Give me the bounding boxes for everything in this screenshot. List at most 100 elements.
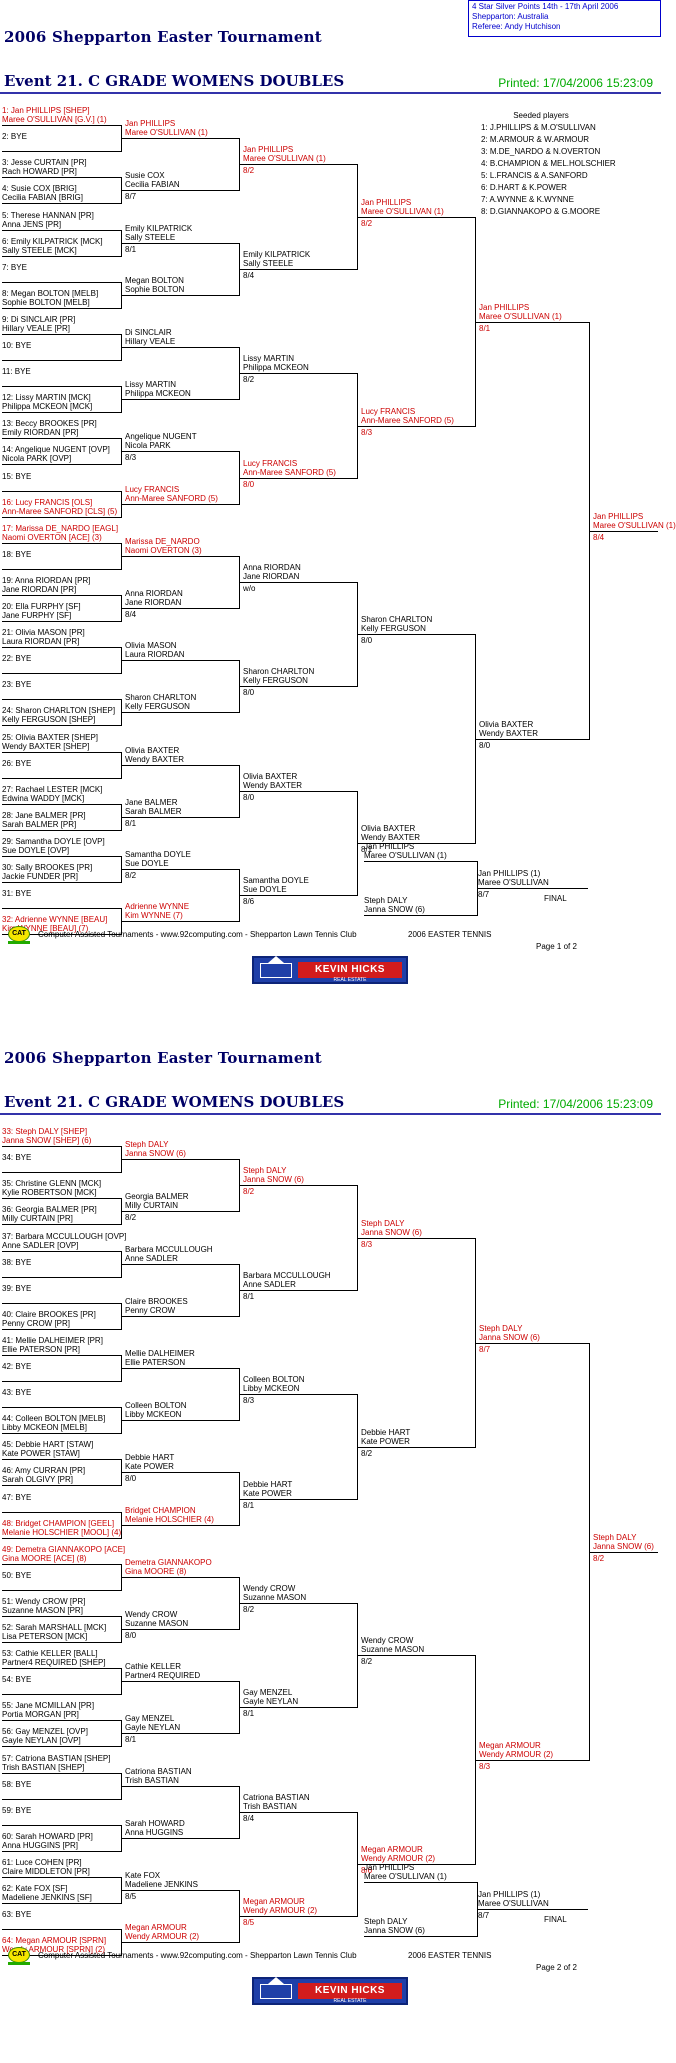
bracket-line	[239, 1786, 240, 1839]
bracket-line	[357, 582, 358, 687]
bracket-line	[239, 1681, 240, 1734]
bracket-line	[121, 1825, 122, 1852]
bracket-line	[239, 765, 240, 818]
bracket-line	[122, 1942, 240, 1943]
draw-entry-player-b: Sophie BOLTON [MELB]	[2, 298, 90, 307]
winner-player-a: Bridget CHAMPION	[125, 1506, 196, 1515]
bracket-line	[2, 1929, 122, 1930]
match-score: 8/3	[361, 1240, 373, 1249]
match-score: 8/1	[243, 1292, 255, 1301]
draw-entry-player-a: 64: Megan ARMOUR [SPRN]	[2, 1936, 107, 1945]
winner-player-b: Sarah BALMER	[125, 807, 182, 816]
bracket-line	[2, 1746, 122, 1747]
winner-player-a: Sharon CHARLTON	[125, 693, 197, 702]
winner-player-b: Maree O'SULLIVAN (1)	[243, 154, 326, 163]
winner-player-a: Megan ARMOUR	[243, 1897, 305, 1906]
bracket-line	[476, 1343, 590, 1344]
match-score: 8/3	[243, 1396, 255, 1405]
winner-player-a: Jane BALMER	[125, 798, 178, 807]
winner-player-a: Barbara MCCULLOUGH	[243, 1271, 331, 1280]
bracket-line	[240, 1185, 358, 1186]
bracket-line	[2, 1407, 122, 1408]
winner-player-b: Naomi OVERTON (3)	[125, 546, 202, 555]
bracket-line	[2, 256, 122, 257]
final-bottom-player-a: Steph DALY	[364, 896, 408, 905]
winner-player-a: Mellie DALHEIMER	[125, 1349, 195, 1358]
winner-player-b: Milly CURTAIN	[125, 1201, 179, 1210]
winner-player-b: Nicola PARK	[125, 441, 171, 450]
winner-player-a: Jan PHILLIPS	[243, 145, 294, 154]
draw-entry-player-a: 29: Samantha DOYLE [OVP]	[2, 837, 105, 846]
draw-entry-player-a: 25: Olivia BAXTER [SHEP]	[2, 733, 99, 742]
sponsor-banner: KEVIN HICKS REAL ESTATE	[252, 1977, 408, 2005]
bracket-line	[122, 347, 240, 348]
bracket-line	[478, 1909, 588, 1910]
draw-entry-player-b: Madeliene JENKINS [SF]	[2, 1893, 92, 1902]
draw-entry-player-a: 61: Luce COHEN [PR]	[2, 1858, 82, 1867]
bracket-line	[2, 464, 122, 465]
final-bottom-player-b: Janna SNOW (6)	[364, 1926, 425, 1935]
draw-entry-player-a: 14: Angelique NUGENT [OVP]	[2, 445, 110, 454]
bracket-line	[240, 791, 358, 792]
bracket-line	[122, 1733, 240, 1734]
winner-player-a: Lissy MARTIN	[125, 380, 176, 389]
bracket-line	[121, 177, 122, 204]
match-score: 8/7	[479, 1345, 491, 1354]
bracket-line	[122, 1577, 240, 1578]
draw-entry-player-b: Wendy ARMOUR [SPRN] (2)	[2, 1945, 105, 1954]
draw-entry-player-a: 31: BYE	[2, 889, 32, 898]
bracket-line	[475, 634, 476, 844]
seed-entry: 7: A.WYNNE & K.WYNNE	[481, 195, 574, 204]
bracket-line	[240, 1499, 358, 1500]
draw-entry-player-a: 47: BYE	[2, 1493, 32, 1502]
winner-player-b: Anne SADLER	[125, 1254, 178, 1263]
bracket-line	[121, 595, 122, 622]
bracket-line	[2, 1877, 122, 1878]
bracket-line	[121, 1877, 122, 1904]
draw-entry-player-b: Ellie PATERSON [PR]	[2, 1345, 80, 1354]
winner-player-b: Kate POWER	[361, 1437, 410, 1446]
draw-entry-player-a: 22: BYE	[2, 654, 32, 663]
bracket-line	[2, 412, 122, 413]
footer-event: 2006 EASTER TENNIS	[408, 930, 492, 939]
match-score: 8/2	[361, 1449, 373, 1458]
bracket-line	[122, 869, 240, 870]
draw-entry-player-b: Sue DOYLE [OVP]	[2, 846, 70, 855]
final-top-player-a: Jan PHILLIPS	[364, 1863, 415, 1872]
bracket-line	[122, 138, 240, 139]
winner-player-a: Gay MENZEL	[125, 1714, 175, 1723]
bracket-line	[121, 386, 122, 413]
bracket-line	[2, 1955, 122, 1956]
bracket-line	[2, 1277, 122, 1278]
footer-credit: Computer Assisted Tournaments - www.92co…	[38, 1951, 357, 1960]
draw-entry-player-b: Penny CROW [PR]	[2, 1319, 71, 1328]
bracket-line	[240, 1916, 358, 1917]
bracket-line	[240, 1707, 358, 1708]
bracket-line	[476, 739, 590, 740]
draw-entry-player-a: 21: Olivia MASON [PR]	[2, 628, 85, 637]
bracket-line	[357, 1812, 358, 1917]
bracket-line	[240, 1812, 358, 1813]
bracket-line	[2, 1616, 122, 1617]
match-score: 8/1	[243, 1709, 255, 1718]
page-footer: CAT Computer Assisted Tournaments - www.…	[0, 926, 661, 951]
bracket-line	[2, 830, 122, 831]
winner-player-b: Wendy ARMOUR (2)	[125, 1932, 200, 1941]
sponsor-name: KEVIN HICKS	[315, 964, 385, 975]
draw-entry-player-a: 32: Adrienne WYNNE [BEAU]	[2, 915, 108, 924]
bracket-line	[2, 1773, 122, 1774]
draw-entry-player-b: Philippa MCKEON [MCK]	[2, 402, 93, 411]
draw-entry-player-a: 44: Colleen BOLTON [MELB]	[2, 1414, 106, 1423]
winner-player-a: Steph DALY	[243, 1166, 287, 1175]
winner-player-b: Suzanne MASON	[243, 1593, 307, 1602]
winner-player-b: Gina MOORE (8)	[125, 1567, 187, 1576]
draw-entry-player-a: 8: Megan BOLTON [MELB]	[2, 289, 99, 298]
winner-player-b: Janna SNOW (6)	[361, 1228, 422, 1237]
winner-player-a: Susie COX	[125, 171, 165, 180]
bracket-line	[2, 360, 122, 361]
winner-player-b: Wendy BAXTER	[361, 833, 420, 842]
draw-entry-player-a: 57: Catriona BASTIAN [SHEP]	[2, 1754, 111, 1763]
winner-player-a: Kate FOX	[125, 1871, 161, 1880]
cat-logo: CAT	[8, 1947, 30, 1963]
draw-entry-player-a: 38: BYE	[2, 1258, 32, 1267]
